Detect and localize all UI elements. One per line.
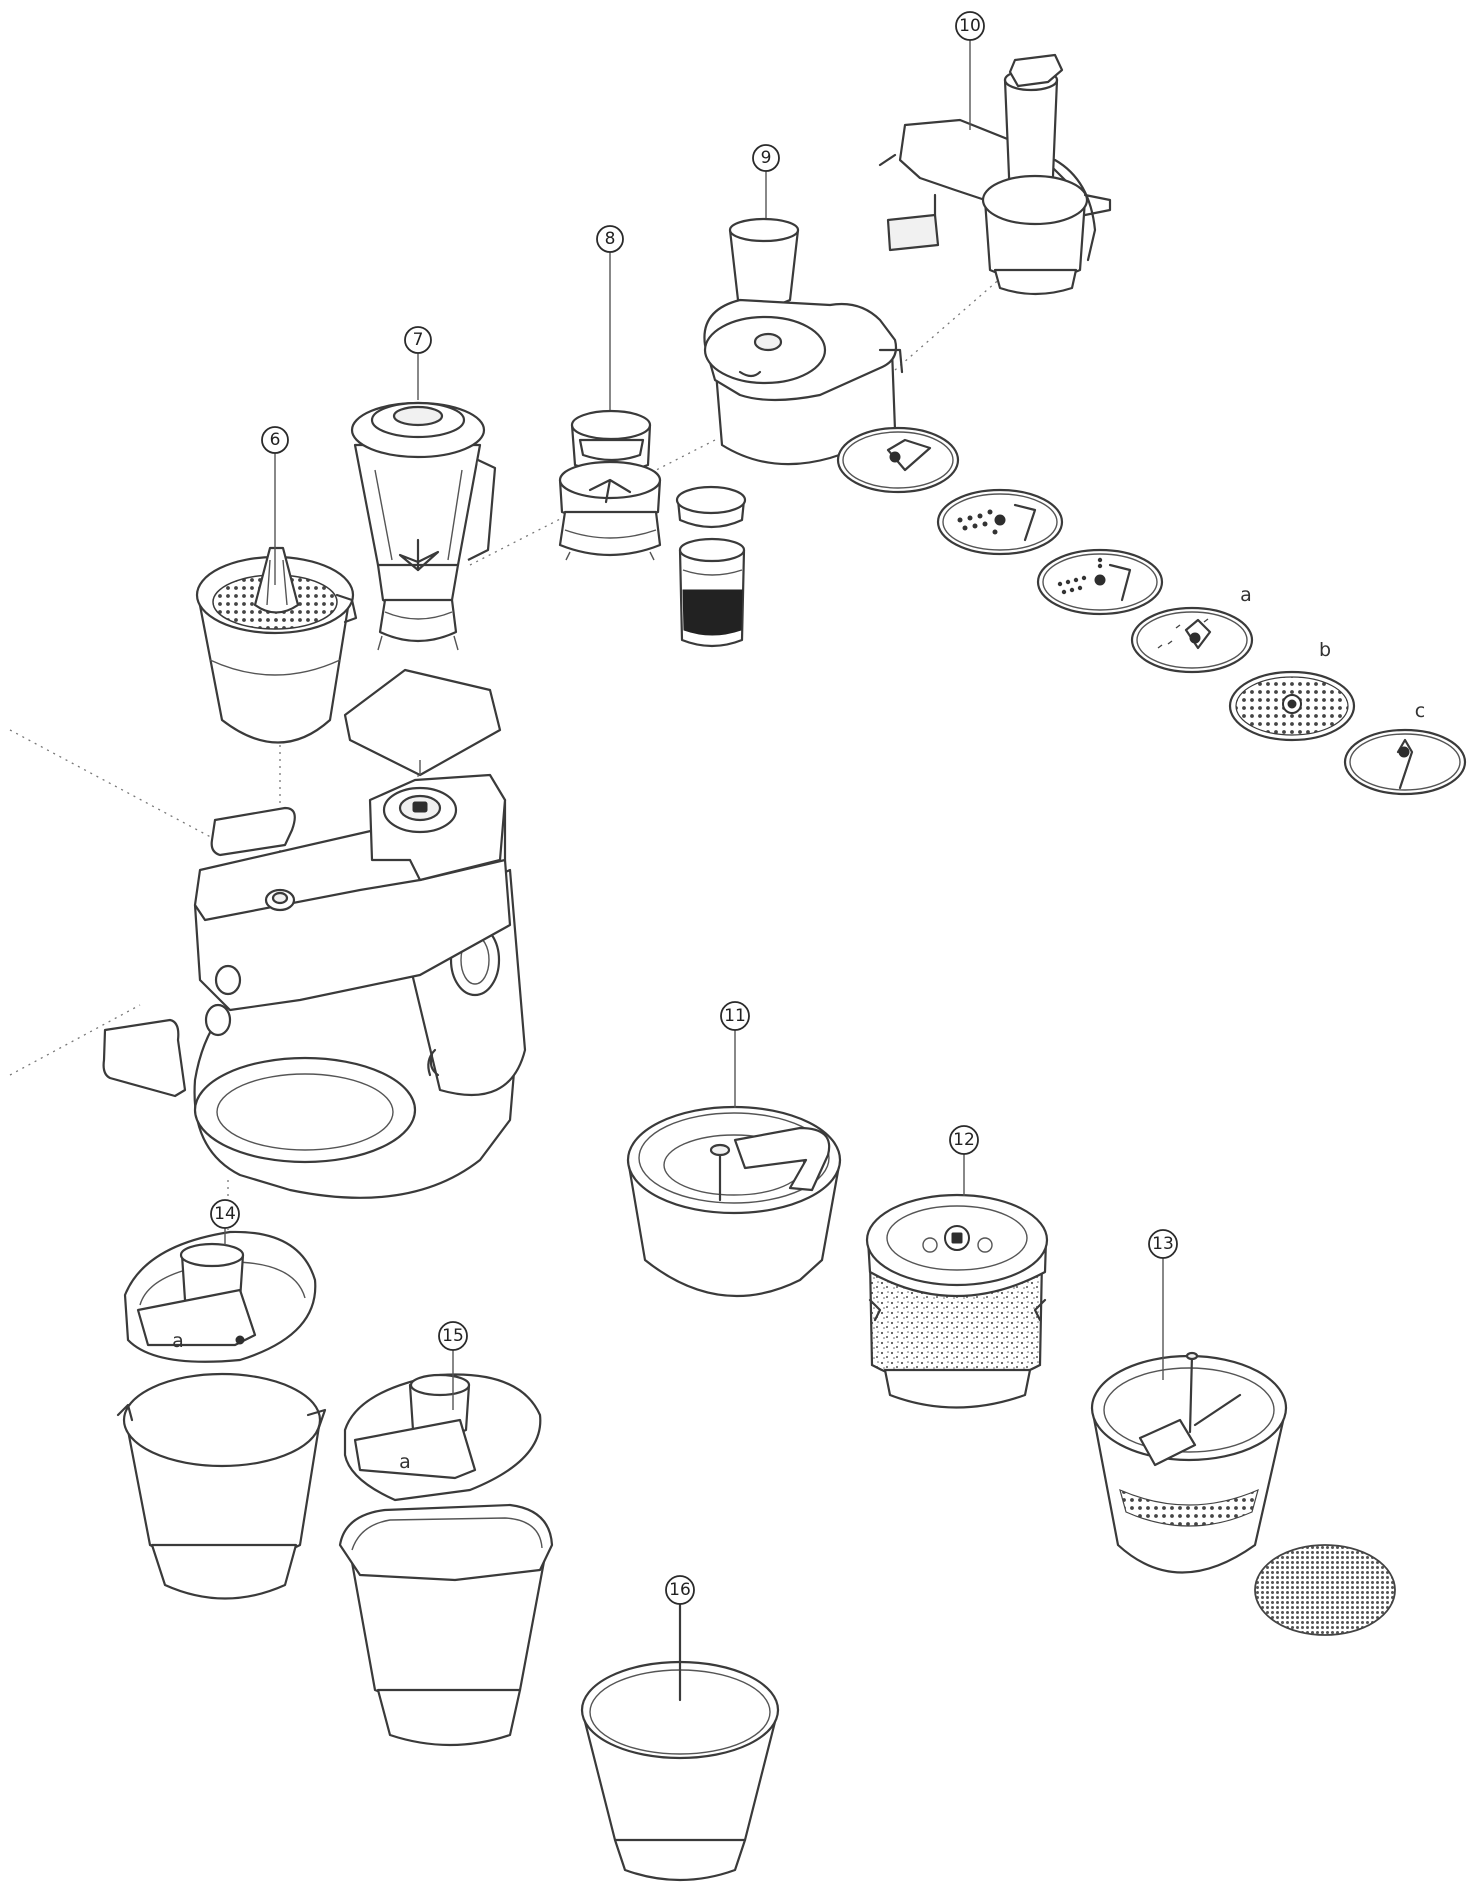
outlet-cover-small: [210, 806, 296, 857]
bowl-16: [580, 1598, 780, 1882]
callout-16-label: 16: [669, 1580, 691, 1600]
citrus-juicer: [195, 546, 358, 744]
callout-15-label: 15: [442, 1326, 464, 1346]
callout-11: 11: [720, 1001, 750, 1108]
mill-storage-jar: [675, 485, 747, 648]
outlet-cover-large: [343, 668, 502, 777]
disc-c: [1343, 728, 1467, 796]
callout-15: 15: [438, 1321, 468, 1410]
callout-8-label: 8: [605, 229, 616, 249]
callout-11-label: 11: [724, 1006, 746, 1026]
lid-15-a-label: a: [399, 1451, 411, 1473]
continuous-slicer: [878, 53, 1112, 296]
disc-2: [936, 488, 1064, 556]
callout-9-label: 9: [761, 148, 772, 168]
callout-7: 7: [404, 326, 432, 400]
disc-1: [836, 426, 960, 494]
disc-c-label: c: [1415, 700, 1425, 722]
disc-a-label: a: [1240, 584, 1252, 606]
colander: [1090, 1351, 1288, 1574]
callout-14: 14: [210, 1199, 240, 1245]
callout-12-label: 12: [953, 1130, 975, 1150]
disc-b-label: b: [1319, 639, 1331, 661]
outlet-cover-front: [102, 1018, 187, 1098]
disc-3: [1036, 548, 1164, 616]
callout-12: 12: [949, 1125, 979, 1196]
disc-b: [1228, 670, 1356, 742]
food-processor: [703, 217, 904, 466]
callout-13-label: 13: [1152, 1234, 1174, 1254]
disc-a: [1130, 606, 1254, 674]
steamer-sieve: [865, 1193, 1049, 1409]
lid-14-a-label: a: [172, 1330, 184, 1352]
ice-cream-maker: [626, 1105, 842, 1298]
blender: [350, 401, 497, 651]
callout-8: 8: [596, 225, 624, 410]
slicing-discs: [836, 426, 1467, 796]
callout-10: 10: [955, 11, 985, 130]
callout-9: 9: [752, 144, 780, 218]
colander-mesh-filter: [1254, 1544, 1396, 1636]
callout-13: 13: [1148, 1229, 1178, 1380]
bowl-with-lid-15: [338, 1373, 554, 1747]
callout-14-label: 14: [214, 1204, 236, 1224]
callout-16: 16: [665, 1575, 695, 1605]
stand-mixer-base: [193, 773, 527, 1199]
callout-6: 6: [261, 426, 289, 585]
callout-7-label: 7: [413, 330, 424, 350]
callout-10-label: 10: [959, 16, 981, 36]
bowl-with-lid-14: [116, 1230, 327, 1600]
callout-6-label: 6: [270, 430, 281, 450]
multi-mill: [558, 409, 662, 561]
